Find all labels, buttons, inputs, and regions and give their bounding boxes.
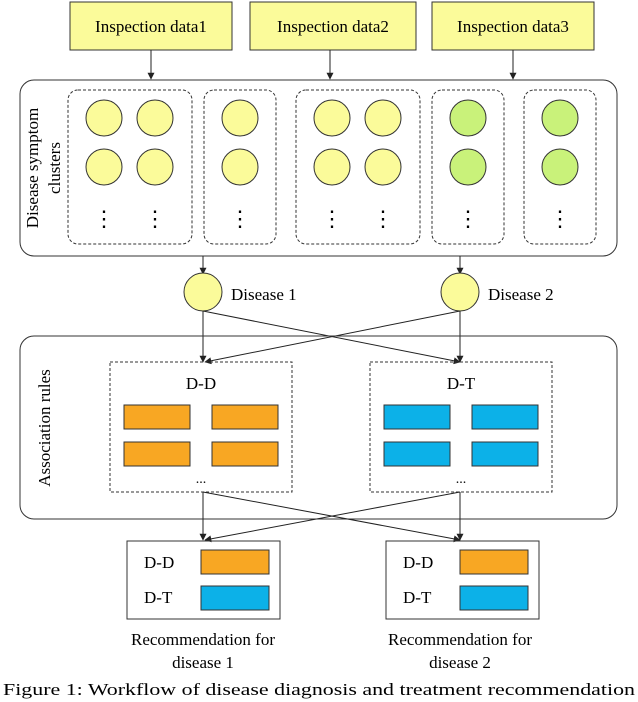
dd-rule-bar: [123, 441, 191, 467]
rec2-dt-bar: [459, 585, 529, 611]
rec2-caption-line1: Recommendation for: [388, 630, 532, 649]
rec1-dd-label: D-D: [144, 553, 174, 572]
dt-rule-bar: [383, 441, 451, 467]
rec2-dd-bar: [459, 549, 529, 575]
dd-ellipsis: ...: [196, 472, 207, 487]
dd-rules-box: [109, 361, 293, 493]
cluster-group-4: [431, 89, 505, 245]
rec2-dd-label: D-D: [403, 553, 433, 572]
symptom-circle: [221, 99, 259, 137]
symptom-circles: [85, 99, 579, 186]
dd-rule-bar: [123, 404, 191, 430]
rec1-caption-line1: Recommendation for: [131, 630, 275, 649]
rec1-dd-bar: [200, 549, 270, 575]
arrow-dt-rec1: [204, 491, 461, 543]
dt-rules-title: D-T: [447, 374, 476, 393]
vdots: ⋮: [321, 206, 343, 231]
vdots: ⋮: [229, 206, 251, 231]
recommendation-box-2: [385, 540, 540, 620]
dd-rule-bar: [211, 404, 279, 430]
vdots: ⋮: [457, 206, 479, 231]
symptom-circle: [221, 148, 259, 186]
cluster-group-1: [67, 89, 193, 245]
symptom-circle: [85, 99, 123, 137]
dt-rule-bar: [471, 404, 539, 430]
input-box-1: Inspection data1: [69, 1, 233, 51]
symptom-circle: [313, 148, 351, 186]
vdots: ⋮: [93, 206, 115, 231]
disease-2-node: [440, 272, 480, 312]
input-box-2: Inspection data2: [249, 1, 417, 51]
symptom-circle-green: [541, 99, 579, 137]
cluster-group-2: [203, 89, 277, 245]
vdots: ⋮: [549, 206, 571, 231]
dd-rule-bar: [211, 441, 279, 467]
dt-rules-box: [369, 361, 553, 493]
rec2-caption-line2: disease 2: [429, 653, 491, 672]
cluster-group-5: [523, 89, 597, 245]
symptom-circle: [136, 148, 174, 186]
symptom-circle: [313, 99, 351, 137]
symptom-circle: [364, 148, 402, 186]
figure-caption: Figure 1: Workflow of disease diagnosis …: [3, 680, 636, 699]
rec1-dt-bar: [200, 585, 270, 611]
rec1-caption-line2: disease 1: [172, 653, 234, 672]
vdots: ⋮: [144, 206, 166, 231]
symptom-circle-green: [541, 148, 579, 186]
cluster-group-3: [295, 89, 421, 245]
vdots: ⋮: [372, 206, 394, 231]
dd-rules-title: D-D: [186, 374, 216, 393]
rec1-dt-label: D-T: [144, 588, 173, 607]
disease-1-label: Disease 1: [231, 285, 297, 304]
symptom-circle-green: [449, 148, 487, 186]
input-label-1: Inspection data1: [95, 17, 207, 36]
symptom-circle: [85, 148, 123, 186]
symptom-circle: [136, 99, 174, 137]
dt-rule-bar: [383, 404, 451, 430]
dt-rule-bar: [471, 441, 539, 467]
rec2-dt-label: D-T: [403, 588, 432, 607]
clusters-label-line1: Disease symptom: [23, 108, 42, 228]
input-label-3: Inspection data3: [457, 17, 569, 36]
disease-2-label: Disease 2: [488, 285, 554, 304]
symptom-circle: [364, 99, 402, 137]
disease-1-node: [183, 272, 223, 312]
symptom-circle-green: [449, 99, 487, 137]
association-label: Association rules: [35, 369, 54, 487]
input-label-2: Inspection data2: [277, 17, 389, 36]
vdots-group: ⋮ ⋮ ⋮ ⋮ ⋮ ⋮ ⋮: [93, 206, 571, 231]
clusters-label-line2: clusters: [45, 142, 64, 194]
dt-ellipsis: ...: [456, 472, 467, 487]
input-box-3: Inspection data3: [431, 1, 595, 51]
clusters-container: [19, 79, 618, 257]
recommendation-box-1: [126, 540, 281, 620]
